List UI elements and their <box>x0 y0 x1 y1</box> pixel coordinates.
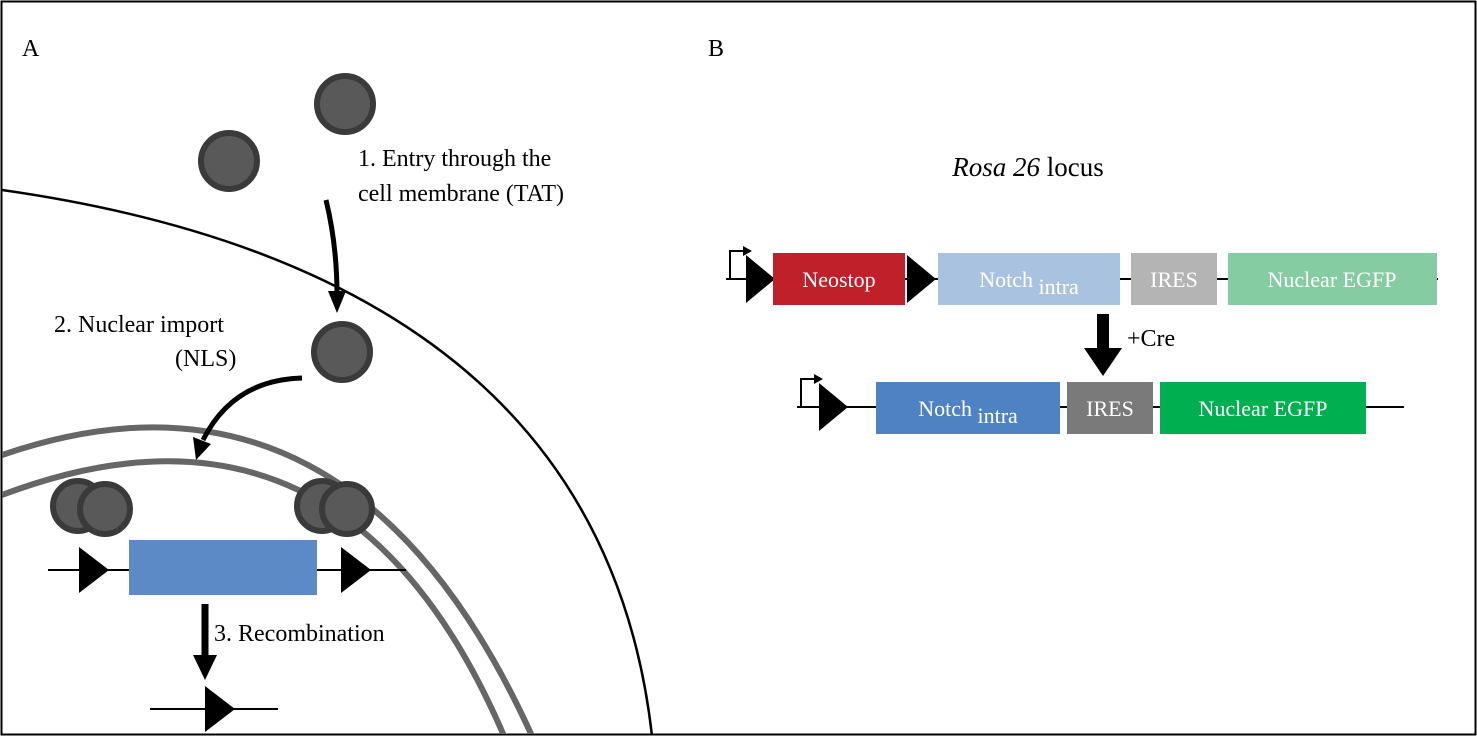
loxp-site <box>819 383 848 431</box>
loxp-site <box>79 547 109 593</box>
import-arrow <box>200 375 303 442</box>
construct-before-cre: Neostop Notch intra IRES Nuclear EGFP <box>726 246 1438 305</box>
panel-b: B Rosa 26 locus Neostop Notch intra IRES… <box>708 36 1438 434</box>
loxp-site <box>746 255 775 303</box>
notch-intra-box <box>938 253 1120 305</box>
promoter-arrowhead <box>814 374 823 384</box>
nuclear-egfp-box <box>1228 253 1437 305</box>
nuclear-egfp-label: Nuclear EGFP <box>1268 267 1397 292</box>
cre-protein <box>314 73 376 135</box>
floxed-gene <box>129 540 317 595</box>
recombination-arrowhead <box>193 655 217 680</box>
notch-intra-box <box>876 382 1060 434</box>
cre-protein <box>319 481 375 537</box>
notch-text: Notch <box>979 267 1038 292</box>
panel-a-label: A <box>22 36 40 62</box>
locus-name: Rosa 26 <box>951 152 1040 182</box>
ires-box <box>1067 382 1153 434</box>
neostop-box <box>773 253 905 305</box>
nuclear-egfp-label: Nuclear EGFP <box>1199 396 1328 421</box>
ires-box <box>1131 253 1217 305</box>
notch-intra-label: Notch intra <box>979 267 1079 299</box>
loxp-site <box>205 686 235 732</box>
step1-line2: cell membrane (TAT) <box>358 181 564 207</box>
loxp-site <box>907 255 936 303</box>
ires-label: IRES <box>1086 396 1134 421</box>
step2-line2: (NLS) <box>175 346 236 372</box>
promoter-arrowhead <box>743 246 752 256</box>
step2-line1: 2. Nuclear import <box>54 312 224 338</box>
step1-line1: 1. Entry through the <box>358 146 551 172</box>
import-arrowhead <box>193 437 211 460</box>
entry-arrow <box>323 199 340 296</box>
step2-label: 2. Nuclear import (NLS) <box>54 312 236 372</box>
step3-label: 3. Recombination <box>214 621 385 647</box>
cre-protein <box>77 481 133 537</box>
cre-arrowhead <box>1084 348 1122 376</box>
step1-label: 1. Entry through the cell membrane (TAT) <box>358 146 564 207</box>
cre-protein <box>311 321 373 383</box>
construct-after-cre: Notch intra IRES Nuclear EGFP <box>797 374 1404 434</box>
neostop-label: Neostop <box>802 267 875 292</box>
cell-membrane <box>2 188 654 734</box>
cre-label: +Cre <box>1127 326 1175 352</box>
panel-a: A 1. Entry through the cell membrane (TA… <box>2 36 654 734</box>
locus-word: locus <box>1040 152 1104 182</box>
intra-subscript: intra <box>1038 274 1079 299</box>
notch-text: Notch <box>918 396 977 421</box>
notch-intra-label: Notch intra <box>918 396 1018 428</box>
ires-label: IRES <box>1150 267 1198 292</box>
locus-title: Rosa 26 locus <box>951 152 1104 182</box>
nuclear-egfp-box <box>1160 382 1366 434</box>
nuclear-envelope-outer <box>2 424 535 734</box>
panel-b-label: B <box>708 36 724 62</box>
entry-arrowhead <box>328 291 346 313</box>
loxp-site <box>341 547 371 593</box>
promoter-arrow <box>800 378 815 407</box>
intra-subscript: intra <box>977 403 1018 428</box>
cre-protein <box>198 130 260 192</box>
promoter-arrow <box>729 250 744 279</box>
